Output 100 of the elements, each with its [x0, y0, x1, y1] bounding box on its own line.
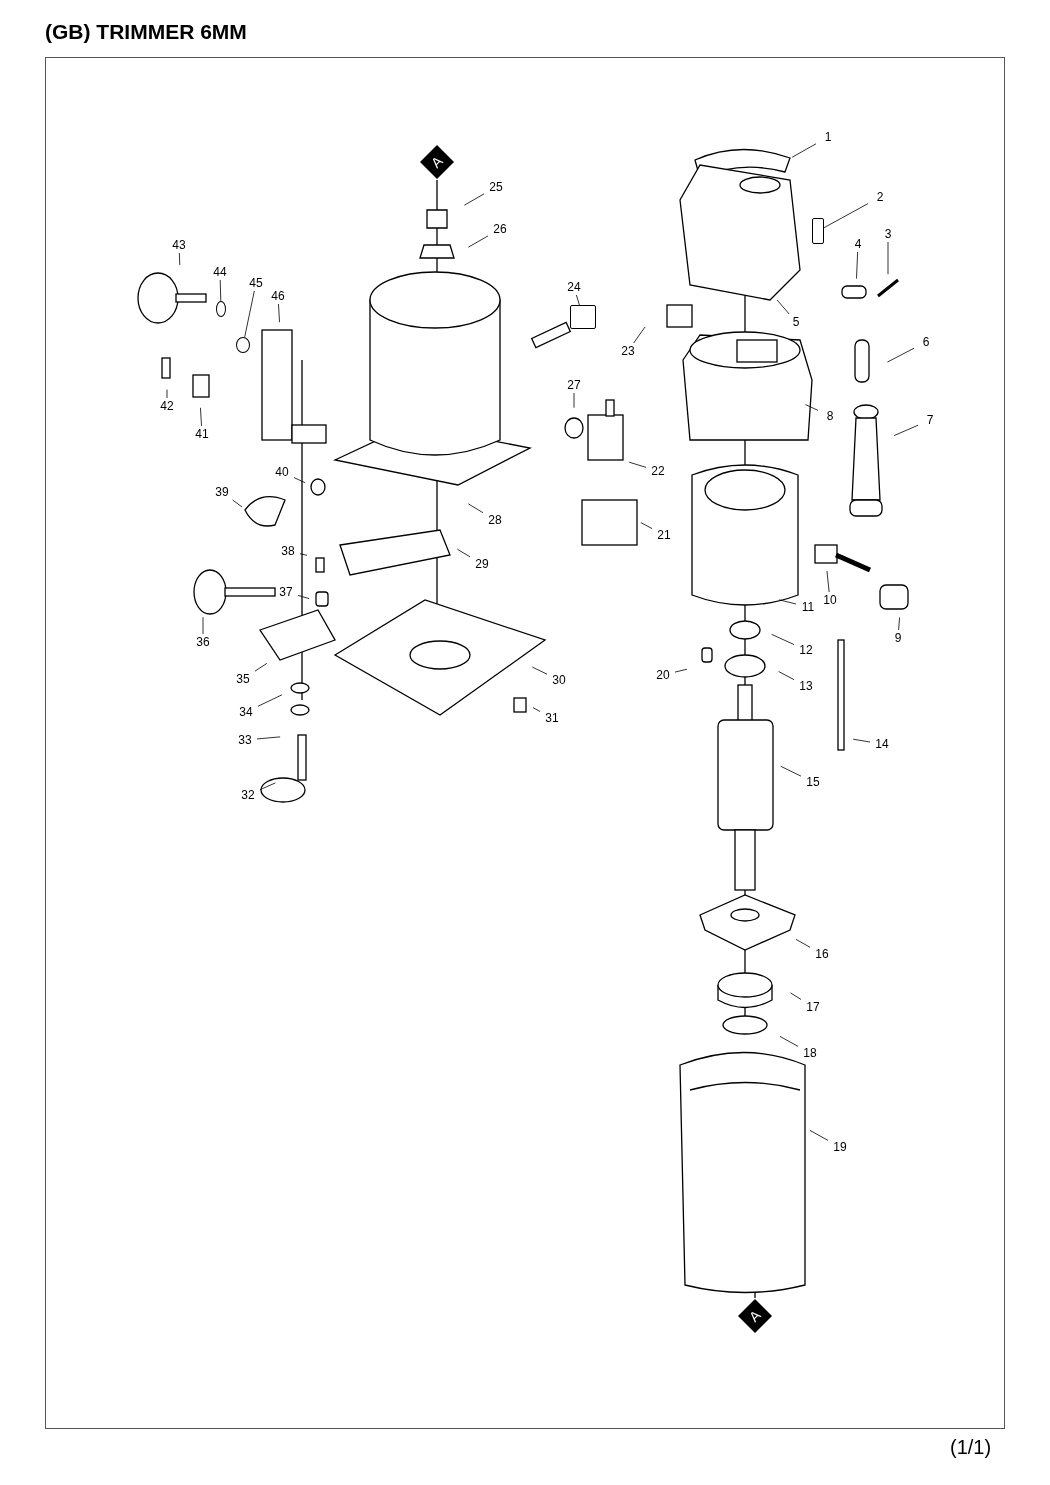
- leader-line: [809, 1129, 829, 1141]
- leader-line: [856, 251, 859, 279]
- callout-number: 31: [540, 710, 564, 726]
- leader-line: [776, 299, 790, 315]
- callout-number: 26: [488, 221, 512, 237]
- leader-line: [852, 738, 871, 743]
- leader-line: [256, 736, 281, 740]
- leader-line: [467, 503, 484, 514]
- callout-number: 7: [918, 412, 942, 428]
- callout-number: 16: [810, 946, 834, 962]
- reference-letter: A: [428, 153, 446, 171]
- callout-number: 2: [868, 189, 892, 205]
- leader-line: [299, 553, 308, 556]
- callout-number: 40: [270, 464, 294, 480]
- callout-number: 20: [651, 667, 675, 683]
- callout-number: 29: [470, 556, 494, 572]
- leader-line: [468, 235, 489, 248]
- leader-line: [893, 424, 919, 436]
- callout-number: 21: [652, 527, 676, 543]
- callout-number: 8: [818, 408, 842, 424]
- washer-part: [236, 337, 250, 353]
- callout-number: 39: [210, 484, 234, 500]
- callout-number: 42: [155, 398, 179, 414]
- callout-number: 4: [846, 236, 870, 252]
- callout-number: 13: [794, 678, 818, 694]
- leader-line: [457, 548, 471, 558]
- callout-number: 46: [266, 288, 290, 304]
- callout-number: 9: [886, 630, 910, 646]
- callout-number: 24: [562, 279, 586, 295]
- leader-line: [795, 939, 811, 948]
- reference-letter: A: [746, 1307, 764, 1325]
- leader-line: [244, 290, 255, 338]
- callout-number: 19: [828, 1139, 852, 1155]
- callout-number: 28: [483, 512, 507, 528]
- leader-line: [778, 599, 797, 605]
- callout-number: 22: [646, 463, 670, 479]
- callout-number: 35: [231, 671, 255, 687]
- leader-line: [778, 671, 795, 681]
- leader-line: [232, 499, 243, 508]
- callout-number: 1: [816, 129, 840, 145]
- leader-line: [532, 707, 541, 712]
- leader-line: [464, 193, 485, 206]
- leader-line: [898, 617, 900, 631]
- callout-number: 25: [484, 179, 508, 195]
- callout-number: 17: [801, 999, 825, 1015]
- page-number: (1/1): [950, 1436, 992, 1459]
- callout-number: 11: [796, 599, 820, 615]
- callout-number: 27: [562, 377, 586, 393]
- callout-number: 38: [276, 543, 300, 559]
- spring-part: [216, 301, 226, 317]
- callout-number: 44: [208, 264, 232, 280]
- leader-line: [640, 522, 653, 529]
- callout-number: 41: [190, 426, 214, 442]
- callout-number: 18: [798, 1045, 822, 1061]
- leader-line: [780, 765, 802, 777]
- callout-number: 10: [818, 592, 842, 608]
- callout-number: 15: [801, 774, 825, 790]
- leader-line: [531, 666, 548, 675]
- screw-part: [812, 218, 824, 244]
- callout-number: 12: [794, 642, 818, 658]
- callout-number: 5: [784, 314, 808, 330]
- callout-number: 36: [191, 634, 215, 650]
- callout-number: 45: [244, 275, 268, 291]
- callout-number: 14: [870, 736, 894, 752]
- callout-number: 23: [616, 343, 640, 359]
- knob-part: [570, 305, 596, 329]
- leader-line: [166, 389, 168, 399]
- callout-number: 43: [167, 237, 191, 253]
- leader-line: [259, 782, 276, 791]
- leader-line: [779, 1035, 799, 1047]
- leader-line: [178, 252, 181, 266]
- leader-line: [297, 595, 310, 600]
- leader-line: [219, 279, 222, 302]
- callout-number: 3: [876, 226, 900, 242]
- leader-line: [823, 203, 869, 229]
- page-title: (GB) TRIMMER 6MM: [45, 20, 247, 44]
- leader-line: [887, 347, 915, 363]
- callout-number: 33: [233, 732, 257, 748]
- leader-line: [293, 477, 306, 484]
- callout-number: 30: [547, 672, 571, 688]
- callout-number: 32: [236, 787, 260, 803]
- leader-line: [628, 461, 647, 468]
- callout-number: 6: [914, 334, 938, 350]
- leader-line: [576, 294, 580, 306]
- leader-line: [278, 303, 280, 323]
- leader-line: [202, 616, 204, 635]
- leader-line: [573, 392, 575, 409]
- leader-line: [790, 992, 802, 1000]
- leader-line: [826, 570, 830, 593]
- leader-line: [674, 668, 688, 673]
- callout-number: 37: [274, 584, 298, 600]
- leader-line: [771, 633, 795, 645]
- leader-line: [805, 404, 819, 411]
- leader-line: [791, 143, 817, 158]
- leader-line: [887, 241, 889, 275]
- callout-number: 34: [234, 704, 258, 720]
- leader-line: [254, 662, 268, 672]
- leader-line: [633, 326, 646, 344]
- leader-line: [257, 694, 283, 707]
- leader-line: [200, 407, 202, 427]
